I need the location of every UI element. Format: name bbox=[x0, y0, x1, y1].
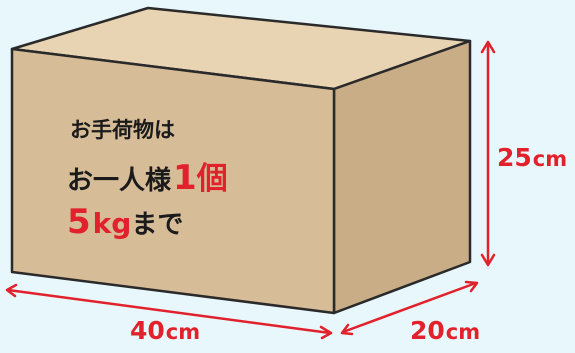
weight-suffix: まで bbox=[131, 210, 184, 240]
carry-on-text: お手荷物は bbox=[70, 118, 175, 142]
depth-arrow bbox=[340, 280, 479, 336]
per-person-text: お一人様 bbox=[67, 166, 172, 196]
depth-unit: cm bbox=[445, 320, 481, 344]
box-side-face bbox=[332, 39, 472, 315]
depth-label: 20cm bbox=[410, 318, 480, 343]
width-label: 40cm bbox=[130, 318, 200, 343]
weight-value: 5 bbox=[67, 202, 91, 242]
height-value: 25 bbox=[497, 143, 532, 172]
width-value: 40 bbox=[130, 316, 165, 345]
width-arrow bbox=[5, 283, 333, 340]
height-label: 25cm bbox=[497, 145, 567, 170]
item-count: 1 bbox=[173, 158, 197, 198]
box-front-face bbox=[10, 47, 336, 315]
width-unit: cm bbox=[165, 320, 201, 344]
item-count-unit: 個 bbox=[196, 161, 228, 197]
depth-value: 20 bbox=[410, 316, 445, 345]
per-person-limit: お一人様1個 bbox=[67, 161, 228, 195]
weight-limit: 5kgまで bbox=[67, 205, 183, 239]
carry-on-label: お手荷物は bbox=[70, 120, 175, 141]
height-unit: cm bbox=[532, 147, 568, 171]
weight-unit: kg bbox=[92, 207, 132, 240]
height-arrow bbox=[480, 40, 496, 267]
